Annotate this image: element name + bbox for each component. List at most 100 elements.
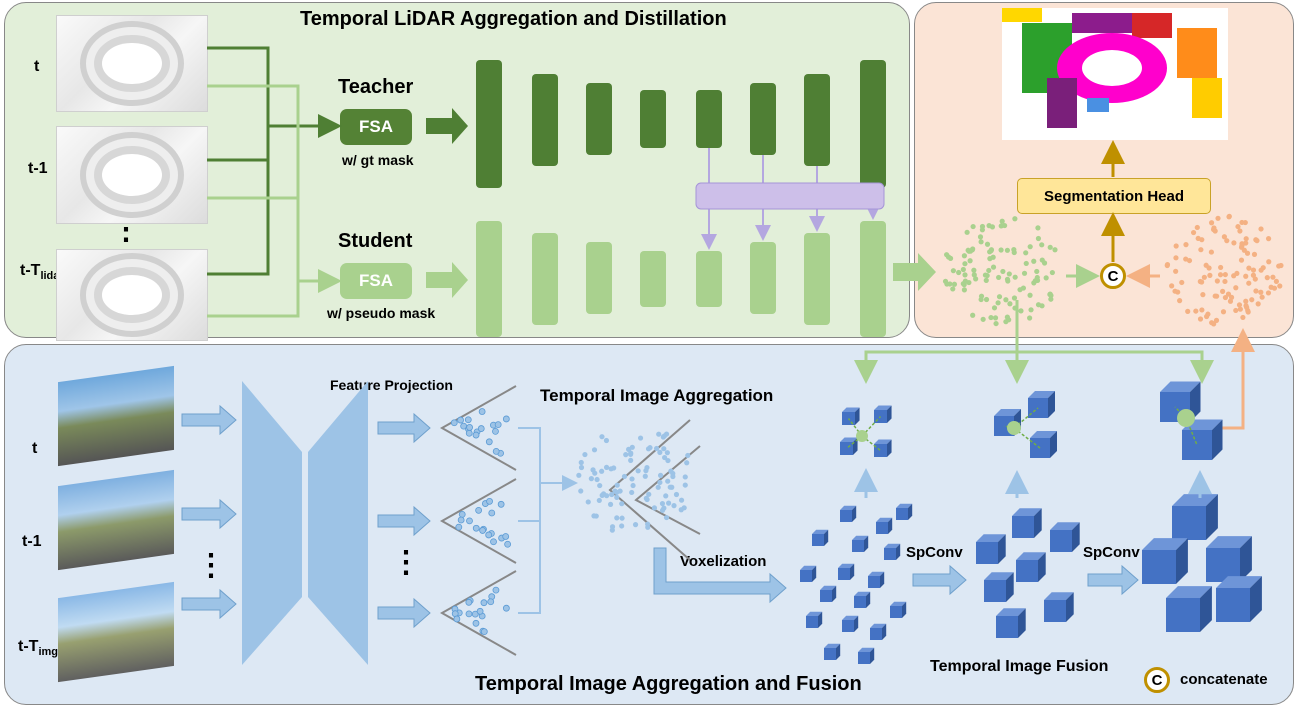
image-feature-point [1238,257,1245,263]
lidar-feature-point [987,256,993,262]
teacher-layer [696,90,722,148]
aggregated-point [657,449,663,455]
voxel-front [812,534,824,546]
image-feature-point [1237,228,1243,234]
voxel-top [870,623,887,628]
lidar-scan-t-1 [56,126,208,224]
voxel-top [1044,592,1074,600]
voxel-front [820,590,832,602]
image-frame-t-1: t-1 [22,533,42,550]
voxel-front [1050,530,1072,552]
fusion-unit-2-voxel-side [1048,391,1055,418]
aggregated-point [659,500,666,507]
lidar-feature-point [1012,274,1018,280]
aggregated-point [635,468,641,474]
lidar-feature-point [964,229,970,235]
voxel-side [1240,536,1252,582]
projected-point [497,500,505,508]
image-feature-point [1194,224,1200,231]
fusion-unit-3-center-point [1177,409,1195,427]
image-feature-point [1245,309,1251,315]
aggregated-point [668,468,674,474]
lidar-panel-title: Temporal LiDAR Aggregation and Distillat… [300,8,727,30]
projected-point [502,415,510,423]
image-feature-point [1206,265,1212,271]
lidar-feature-point [1007,301,1013,307]
lidar-feature-point [1043,275,1049,281]
aggregated-point [682,474,688,480]
voxel-side [1066,592,1074,622]
aggregated-point [612,488,618,494]
image-feature-point [1266,259,1272,265]
projected-point [502,533,510,540]
aggregated-point [671,503,677,509]
aggregated-features [576,419,701,561]
image-feature-point [1233,307,1239,314]
projection-plane [439,478,517,564]
lidar-feature-point [1028,307,1034,313]
lidar-feature-point [996,294,1003,300]
projected-point [477,425,485,432]
projected-point [466,424,474,431]
voxel-front [876,522,888,534]
teacher-layer [750,83,776,155]
projected-point [465,598,473,606]
lidar-feature-point [989,224,996,230]
lidar-feature-point [978,296,984,303]
image-feature-point [1243,236,1249,242]
student-routing-lines [207,84,342,318]
projected-point [475,506,483,514]
image-feature-point [1220,309,1227,315]
student-output-arrow [893,253,936,291]
aggregated-point [603,437,610,444]
aggregated-point [597,482,603,489]
lidar-feature-point [977,234,984,240]
student-layer [476,221,502,337]
feature-projection-label: Feature Projection [330,377,453,393]
lidar-feature-point [943,252,950,258]
voxel-top [820,585,837,590]
aggregated-point [630,482,636,489]
lidar-feature-point [966,279,972,286]
aggregated-point [665,478,671,484]
voxel-front [896,508,908,520]
projected-point [487,598,495,606]
aggregated-point [578,488,584,494]
aggregated-point [645,446,652,452]
lidar-feature-point [1011,247,1017,253]
aggregated-point [592,470,598,476]
image-feature-point [1271,285,1278,291]
aggregated-point [578,464,585,471]
seg-building-2 [1132,13,1172,38]
voxel-top [1216,576,1262,588]
aggregated-point [659,507,666,513]
lidar-scan-t [56,15,208,112]
aggregated-point [682,482,688,488]
lidar-feature-point [988,247,995,253]
image-frame-subscript: img [38,646,58,659]
lidar-feature-point [956,269,962,276]
image-feature-point [1210,226,1217,233]
voxelization-arrow [653,547,787,604]
image-frame-t: t [32,440,38,457]
aggregated-point [685,452,691,459]
image-feature-point [1208,249,1215,255]
lidar-feature-point [962,261,968,267]
image-feature-point [1224,238,1230,244]
image-feature-point [1205,311,1211,317]
fusion-unit-3-voxel-front [1182,430,1212,460]
lidar-feature-point [1027,244,1033,250]
fusion-unit-1-voxel-top [840,437,858,442]
aggregated-point [594,476,600,483]
voxel-side [1072,522,1080,552]
lidar-feature-point [971,267,977,273]
sparse-voxels-2 [976,508,1080,638]
projected-point [504,540,512,548]
voxel-side [1200,586,1212,632]
image-feature-point [1235,223,1241,230]
lidar-feature-point [1027,292,1033,298]
image-frame-ellipsis: ⋮ [196,549,226,582]
image-frame-t-timg: t-Timg [18,638,58,659]
aggregated-point [663,493,669,499]
lidar-feature-point [993,320,999,327]
